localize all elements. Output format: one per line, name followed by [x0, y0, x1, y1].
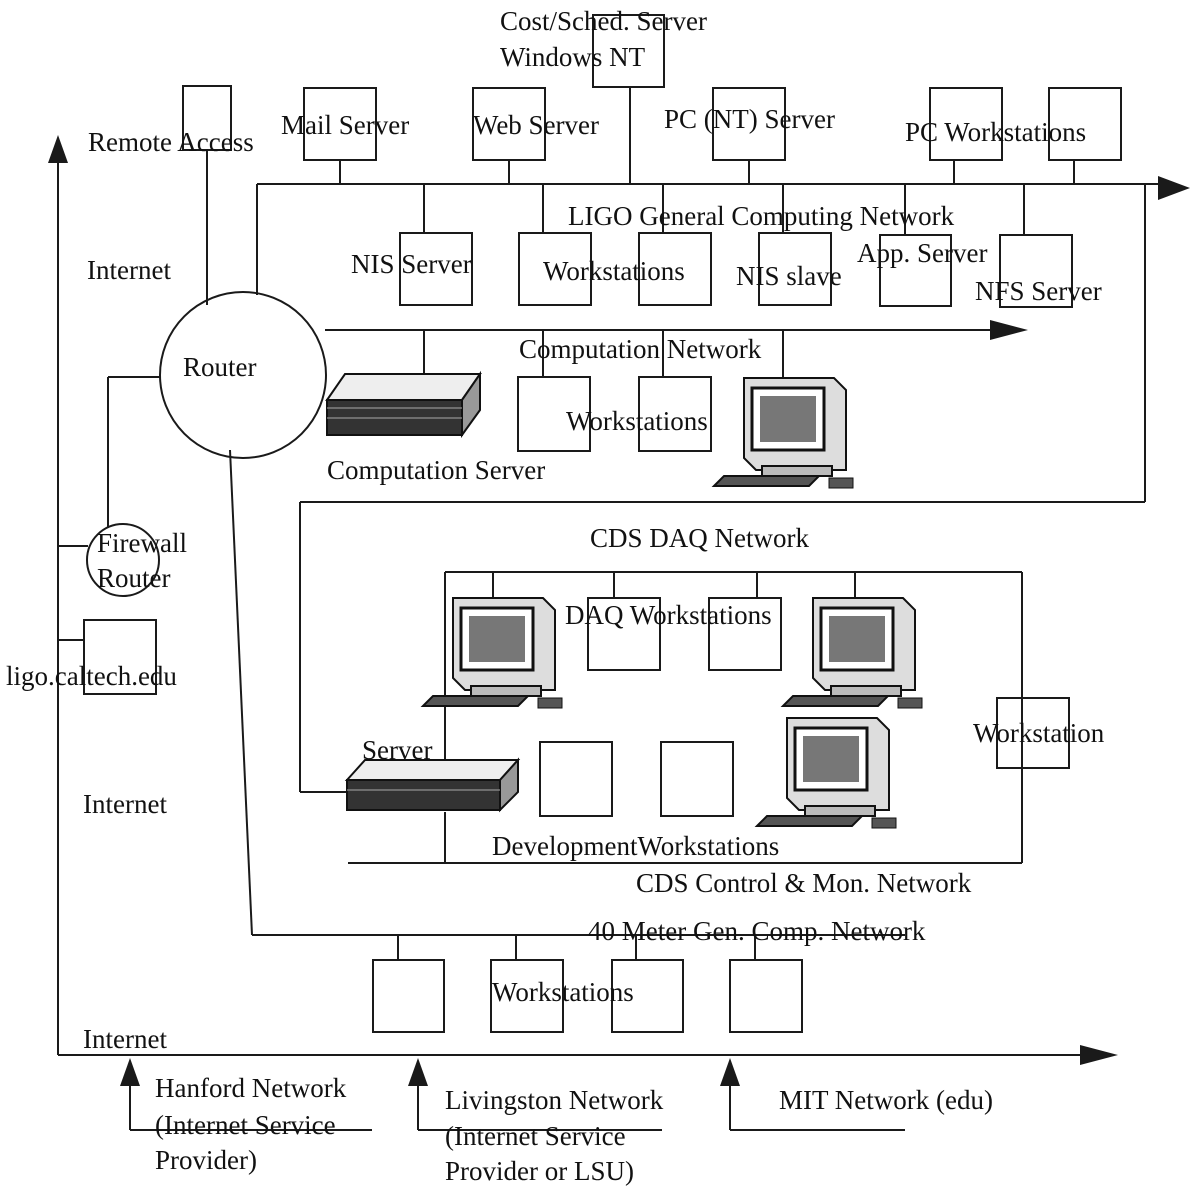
pc-workstations-label: PC Workstations	[905, 117, 1087, 147]
pc-nt-server-label: PC (NT) Server	[664, 104, 835, 134]
pc-ws-box-2	[1048, 87, 1122, 161]
livingston-label-1: Livingston Network	[445, 1085, 664, 1115]
cds-server-icon	[344, 757, 521, 813]
daq-workstations-label: DAQ Workstations	[565, 600, 772, 630]
ligo-caltech-label: ligo.caltech.edu	[6, 661, 177, 691]
hanford-label-2: (Internet Service	[155, 1110, 336, 1140]
cds-control-network-label: CDS Control & Mon. Network	[636, 868, 972, 898]
mail-server-label: Mail Server	[281, 110, 410, 140]
nis-slave-box	[758, 232, 832, 306]
dev-pc-icon	[754, 717, 897, 829]
computation-server-label: Computation Server	[327, 455, 546, 485]
pc-ws-box-1	[929, 87, 1003, 161]
development-workstations-label: DevelopmentWorkstations	[492, 831, 780, 861]
f40-box-4	[729, 959, 803, 1033]
internet-top-label: Internet	[87, 255, 171, 285]
daq-pc-icon-1	[420, 597, 563, 709]
computation-server-icon	[325, 370, 482, 439]
computation-pc-icon	[711, 377, 854, 489]
general-network-arrow	[1158, 176, 1190, 200]
daq-ws-box-2	[708, 597, 782, 671]
router-40m-link	[229, 449, 253, 936]
livingston-label-2: (Internet Service	[445, 1121, 626, 1151]
nfs-server-label: NFS Server	[975, 276, 1102, 306]
forty-meter-network-label: 40 Meter Gen. Comp. Network	[588, 916, 926, 946]
server-label: Server	[362, 735, 433, 765]
dev-ws-box-2	[660, 741, 734, 817]
mit-network-label: MIT Network (edu)	[779, 1085, 993, 1115]
comp-ws-box-1	[517, 376, 591, 452]
f40-box-1	[372, 959, 445, 1033]
windows-nt-label: Windows NT	[500, 42, 646, 72]
comp-ws-box-2	[638, 376, 712, 452]
general-network-label: LIGO General Computing Network	[568, 201, 955, 231]
hanford-arrow	[120, 1058, 140, 1086]
hanford-label-1: Hanford Network	[155, 1073, 347, 1103]
workstation-label: Workstation	[973, 718, 1105, 748]
forty-workstations-label: Workstations	[492, 977, 634, 1007]
livingston-arrow	[408, 1058, 428, 1086]
router-circle	[159, 291, 327, 459]
hanford-label-3: Provider)	[155, 1145, 257, 1175]
daq-ws-box-1	[587, 597, 661, 671]
firewall-router-circle	[86, 523, 160, 597]
internet-right-arrow	[1080, 1045, 1118, 1065]
cds-workstation-box	[996, 697, 1070, 769]
cds-daq-network-label: CDS DAQ Network	[590, 523, 809, 553]
gen-workstations-label: Workstations	[543, 256, 685, 286]
cost-server-label: Cost/Sched. Server	[500, 6, 707, 36]
dev-ws-box-1	[539, 741, 613, 817]
f40-box-3	[611, 959, 684, 1033]
cost-server-box	[592, 14, 665, 88]
livingston-label-3: Provider or LSU)	[445, 1156, 634, 1186]
router-label: Router	[183, 352, 257, 382]
computation-network-arrow	[990, 320, 1028, 340]
nis-server-box	[399, 232, 473, 306]
nis-slave-label: NIS slave	[736, 261, 842, 291]
internet-bottom-label: Internet	[83, 1024, 167, 1054]
internet-mid-label: Internet	[83, 789, 167, 819]
app-server-label: App. Server	[857, 238, 988, 268]
daq-pc-icon-2	[780, 597, 923, 709]
gen-ws-box-1	[518, 232, 592, 306]
mit-arrow	[720, 1058, 740, 1086]
firewall-label: Firewall	[97, 528, 187, 558]
comp-workstations-label: Workstations	[566, 406, 708, 436]
remote-access-box	[182, 85, 232, 151]
nis-server-label: NIS Server	[351, 249, 472, 279]
nfs-server-box	[999, 234, 1073, 308]
firewall-router-label: Router	[97, 563, 171, 593]
remote-access-label: Remote Access	[88, 127, 254, 157]
gen-ws-box-2	[638, 232, 712, 306]
app-server-box	[879, 234, 952, 307]
internet-up-arrow	[48, 135, 68, 163]
caltech-box	[83, 619, 157, 695]
f40-box-2	[490, 959, 564, 1033]
computation-network-label: Computation Network	[519, 334, 762, 364]
web-server-label: Web Server	[473, 110, 600, 140]
